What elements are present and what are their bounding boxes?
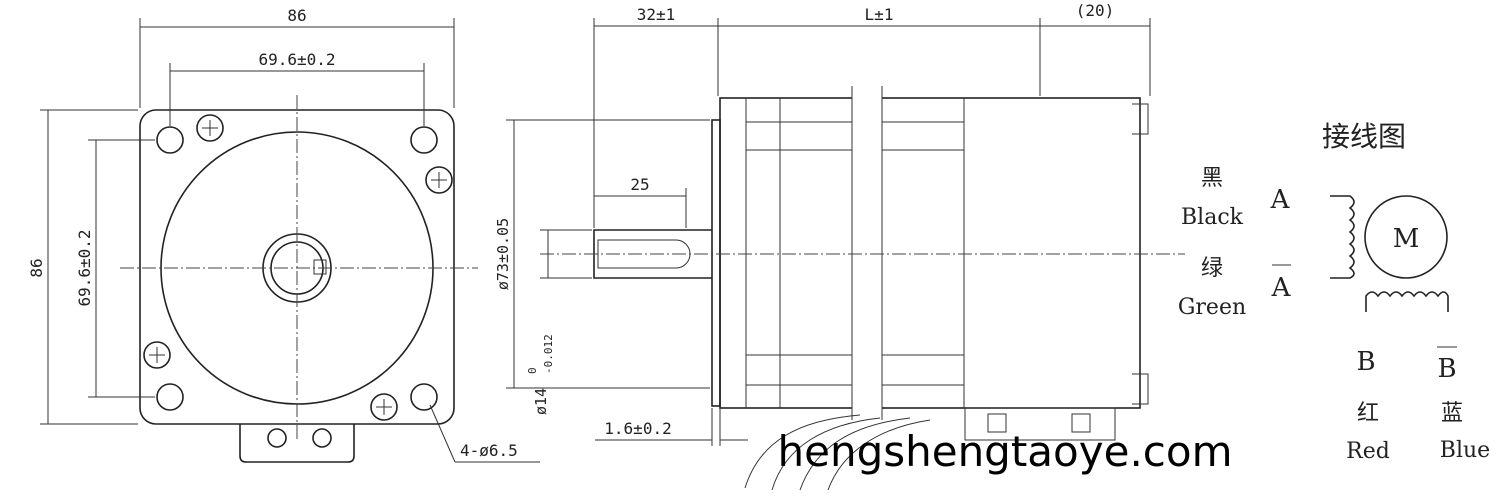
body-length-dim: L±1 bbox=[865, 5, 894, 24]
shaft-dia-dim-group: ø14 0 -0.012 bbox=[526, 334, 555, 415]
cable-2 bbox=[799, 417, 911, 491]
motor-face-outline bbox=[139, 109, 455, 425]
mount-hole-tr bbox=[410, 126, 438, 154]
shaft-dia-dim: ø14 bbox=[532, 388, 550, 415]
motor-body bbox=[719, 97, 1141, 409]
shaft-length-dim: 32±1 bbox=[637, 5, 676, 24]
holes-note: 4-ø6.5 bbox=[460, 441, 518, 460]
blue-cn-label: 蓝 bbox=[1441, 401, 1463, 426]
key-length-dim: 25 bbox=[630, 175, 649, 194]
side-view: 32±1 L±1 (20) 25 ø73±0.05 ø14 0 -0.012 1… bbox=[494, 1, 1185, 491]
shaft-tol-upper: 0 bbox=[526, 367, 539, 374]
mount-hole-bl bbox=[156, 383, 184, 411]
red-en-label: Red bbox=[1346, 439, 1390, 464]
screw-2 bbox=[425, 166, 453, 194]
width-86-dim: 86 bbox=[287, 6, 306, 25]
phase-a-label: A bbox=[1270, 185, 1291, 215]
phase-a-bar-label: A bbox=[1271, 273, 1292, 303]
green-cn-label: 绿 bbox=[1201, 256, 1223, 281]
green-en-label: Green bbox=[1178, 295, 1246, 320]
rear-length-dim: (20) bbox=[1076, 1, 1115, 20]
hole-spacing-v-dim: 69.6±0.2 bbox=[75, 229, 94, 306]
blue-en-label: Blue bbox=[1440, 438, 1490, 463]
phase-b-label: B bbox=[1356, 347, 1375, 377]
black-cn-label: 黑 bbox=[1201, 166, 1223, 191]
black-en-label: Black bbox=[1181, 205, 1244, 230]
wiring-title: 接线图 bbox=[1322, 120, 1406, 153]
wiring-diagram: 接线图 黑 Black 绿 Green A A M B B 红 Red 蓝 Bl… bbox=[1178, 120, 1490, 464]
motor-symbol bbox=[1364, 195, 1448, 279]
coil-b bbox=[1365, 291, 1449, 312]
flange-thickness-dim: 1.6±0.2 bbox=[604, 419, 671, 438]
cable-1 bbox=[744, 414, 861, 489]
front-view: 86 69.6±0.2 86 69.6±0.2 4-ø6.5 bbox=[27, 6, 540, 463]
motor-label: M bbox=[1393, 224, 1420, 254]
key-slot bbox=[597, 239, 691, 269]
mount-hole-br bbox=[410, 383, 438, 411]
height-86-dim: 86 bbox=[27, 258, 46, 277]
terminal-strip bbox=[964, 407, 1116, 441]
screw-4 bbox=[370, 393, 398, 421]
screw-1 bbox=[196, 114, 224, 142]
pilot-dia-dim: ø73±0.05 bbox=[494, 218, 512, 290]
flange-plate bbox=[711, 119, 721, 407]
phase-b-bar-label: B bbox=[1437, 354, 1456, 384]
shaft-tol-lower: -0.012 bbox=[542, 334, 555, 374]
mount-hole-tl bbox=[156, 126, 184, 154]
connector-pin-1 bbox=[267, 428, 287, 448]
red-cn-label: 红 bbox=[1357, 401, 1379, 426]
shaft-key bbox=[313, 259, 327, 275]
connector-block bbox=[239, 424, 355, 463]
watermark: hengshengtaoye.com bbox=[777, 427, 1232, 476]
connector-pin-2 bbox=[312, 428, 332, 448]
screw-3 bbox=[143, 341, 171, 369]
coil-a bbox=[1330, 195, 1355, 279]
hole-spacing-h-dim: 69.6±0.2 bbox=[258, 50, 335, 69]
